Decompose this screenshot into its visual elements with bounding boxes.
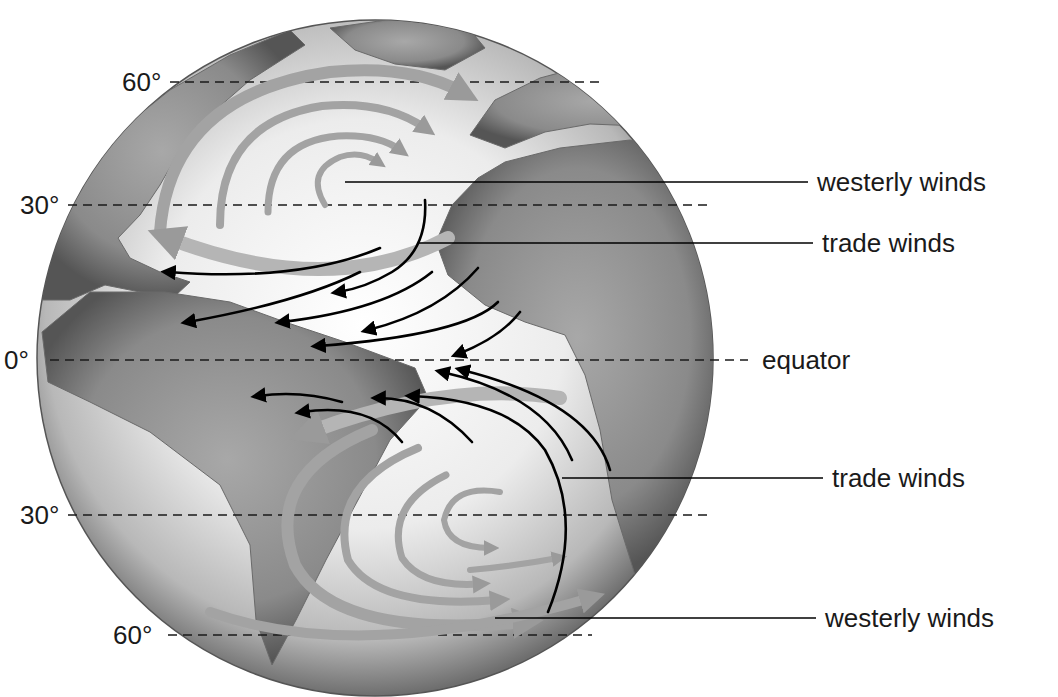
wind-arrow <box>318 154 378 205</box>
latitude-label: 30° <box>20 500 59 530</box>
equator-label: equator <box>762 345 850 375</box>
black-wind-arrows <box>168 200 610 612</box>
latitude-label: 60° <box>122 67 161 97</box>
wind-arrow <box>268 136 400 212</box>
wind-arrow <box>458 312 520 354</box>
wind-arrow <box>168 248 380 274</box>
wind-label: trade winds <box>832 463 965 493</box>
europe <box>470 62 730 148</box>
wind-arrow <box>444 491 500 548</box>
leader-line <box>562 477 823 479</box>
wind-arrow <box>258 394 342 402</box>
latitude-lines <box>50 82 748 635</box>
latitude-label: 0° <box>4 345 29 375</box>
continents <box>30 18 730 665</box>
latitude-label: 30° <box>20 190 59 220</box>
wind-arrow <box>287 430 525 625</box>
wind-arrow <box>344 448 498 602</box>
leader-line <box>345 181 808 183</box>
wind-arrow <box>282 272 432 322</box>
leader-lines <box>345 182 823 618</box>
wind-arrow <box>318 302 498 346</box>
wind-arrow <box>210 598 590 635</box>
wind-arrow <box>168 238 448 269</box>
latitude-line <box>170 81 600 82</box>
wind-label: westerly winds <box>817 167 986 197</box>
wind-arrow <box>368 268 478 330</box>
wind-arrow <box>412 396 566 612</box>
equator-line <box>50 359 748 360</box>
latitude-line <box>68 514 712 515</box>
wind-label: westerly winds <box>825 603 994 633</box>
wind-arrow <box>338 200 425 292</box>
wind-arrow <box>378 398 472 442</box>
wind-arrow <box>470 558 558 570</box>
leader-line <box>418 242 813 244</box>
wind-arrow <box>302 410 402 442</box>
wind-arrow <box>220 105 425 225</box>
latitude-label: 60° <box>113 620 152 650</box>
greenland <box>330 18 485 70</box>
grey-wind-arrows <box>160 70 590 635</box>
wind-label: trade winds <box>822 228 955 258</box>
wind-arrow <box>160 70 462 232</box>
leader-line <box>495 617 816 619</box>
